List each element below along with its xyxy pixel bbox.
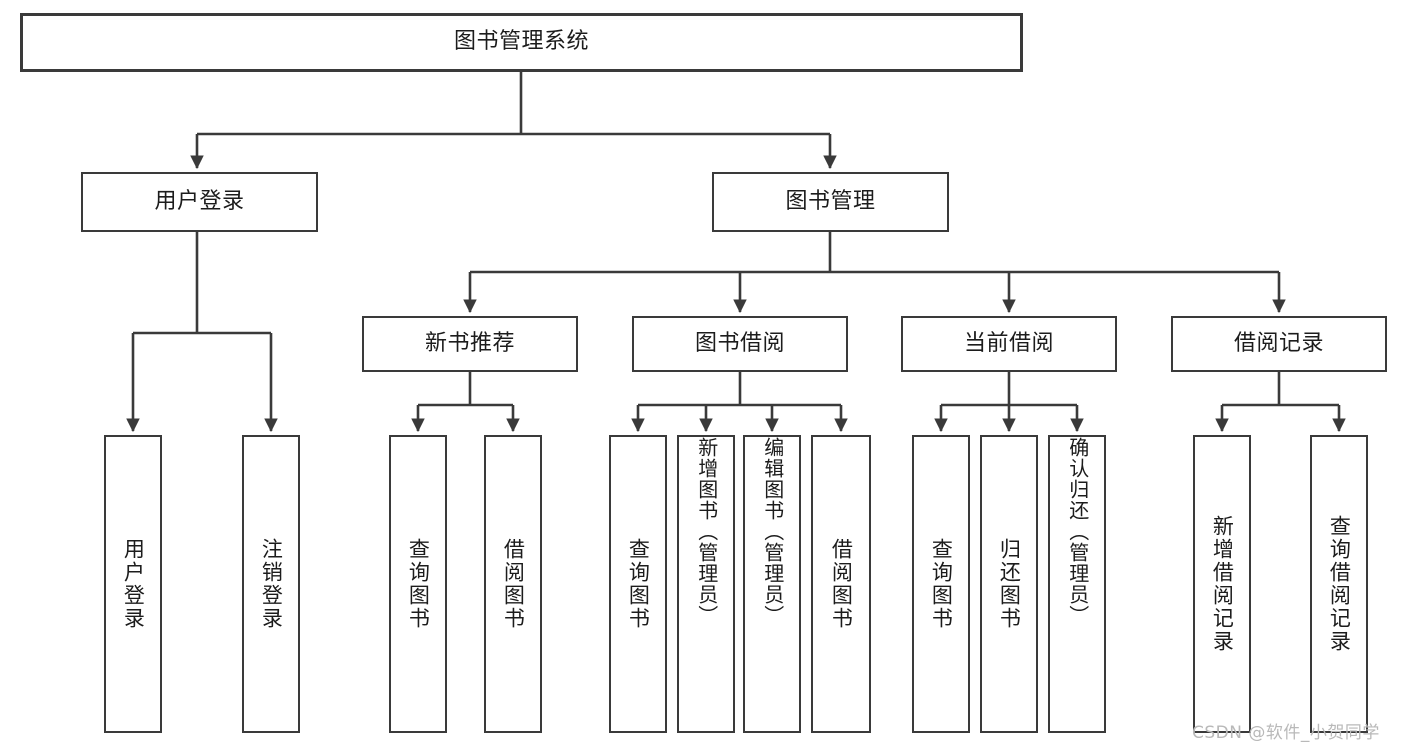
node-leaf-borrow-book-1[interactable]: 借阅图书 xyxy=(484,435,542,733)
node-leaf-add-record-label: 新增借阅记录 xyxy=(1210,515,1235,653)
node-borrow-record-label: 借阅记录 xyxy=(1233,330,1324,356)
node-user-login-label: 用户登录 xyxy=(154,188,245,214)
node-leaf-return-book-label: 归还图书 xyxy=(997,538,1022,630)
node-leaf-add-book-label: 新增图书（管理员） xyxy=(694,437,719,626)
node-leaf-query-record[interactable]: 查询借阅记录 xyxy=(1310,435,1368,733)
node-root[interactable]: 图书管理系统 xyxy=(20,13,1023,72)
node-book-manage-label: 图书管理 xyxy=(785,188,876,214)
node-leaf-borrow-book-2-label: 借阅图书 xyxy=(829,538,854,630)
node-leaf-borrow-book-2[interactable]: 借阅图书 xyxy=(811,435,871,733)
node-user-login[interactable]: 用户登录 xyxy=(81,172,318,232)
node-book-borrow[interactable]: 图书借阅 xyxy=(632,316,848,372)
node-leaf-query-book-1[interactable]: 查询图书 xyxy=(389,435,447,733)
node-root-label: 图书管理系统 xyxy=(453,29,589,55)
node-leaf-edit-book-label: 编辑图书（管理员） xyxy=(760,437,785,626)
node-leaf-borrow-book-1-label: 借阅图书 xyxy=(501,538,526,630)
node-leaf-query-book-1-label: 查询图书 xyxy=(406,538,431,630)
node-leaf-query-book-3-label: 查询图书 xyxy=(929,538,954,630)
node-leaf-user-login[interactable]: 用户登录 xyxy=(104,435,162,733)
node-borrow-record[interactable]: 借阅记录 xyxy=(1171,316,1387,372)
node-new-book-recommend[interactable]: 新书推荐 xyxy=(362,316,578,372)
node-leaf-logout[interactable]: 注销登录 xyxy=(242,435,300,733)
node-leaf-query-book-2-label: 查询图书 xyxy=(626,538,651,630)
node-leaf-add-book[interactable]: 新增图书（管理员） xyxy=(677,435,735,733)
node-leaf-edit-book[interactable]: 编辑图书（管理员） xyxy=(743,435,801,733)
node-leaf-add-record[interactable]: 新增借阅记录 xyxy=(1193,435,1251,733)
node-leaf-query-book-2[interactable]: 查询图书 xyxy=(609,435,667,733)
node-leaf-logout-label: 注销登录 xyxy=(259,538,284,630)
node-leaf-user-login-label: 用户登录 xyxy=(121,538,146,630)
node-book-borrow-label: 图书借阅 xyxy=(694,330,785,356)
node-book-manage[interactable]: 图书管理 xyxy=(712,172,949,232)
csdn-watermark: CSDN @软件_小贺同学 xyxy=(1192,723,1380,743)
node-current-borrow[interactable]: 当前借阅 xyxy=(901,316,1117,372)
node-leaf-query-book-3[interactable]: 查询图书 xyxy=(912,435,970,733)
node-new-book-recommend-label: 新书推荐 xyxy=(424,330,515,356)
node-leaf-return-book[interactable]: 归还图书 xyxy=(980,435,1038,733)
node-leaf-confirm-return-label: 确认归还（管理员） xyxy=(1065,437,1090,626)
node-current-borrow-label: 当前借阅 xyxy=(963,330,1054,356)
node-leaf-confirm-return[interactable]: 确认归还（管理员） xyxy=(1048,435,1106,733)
node-leaf-query-record-label: 查询借阅记录 xyxy=(1327,515,1352,653)
